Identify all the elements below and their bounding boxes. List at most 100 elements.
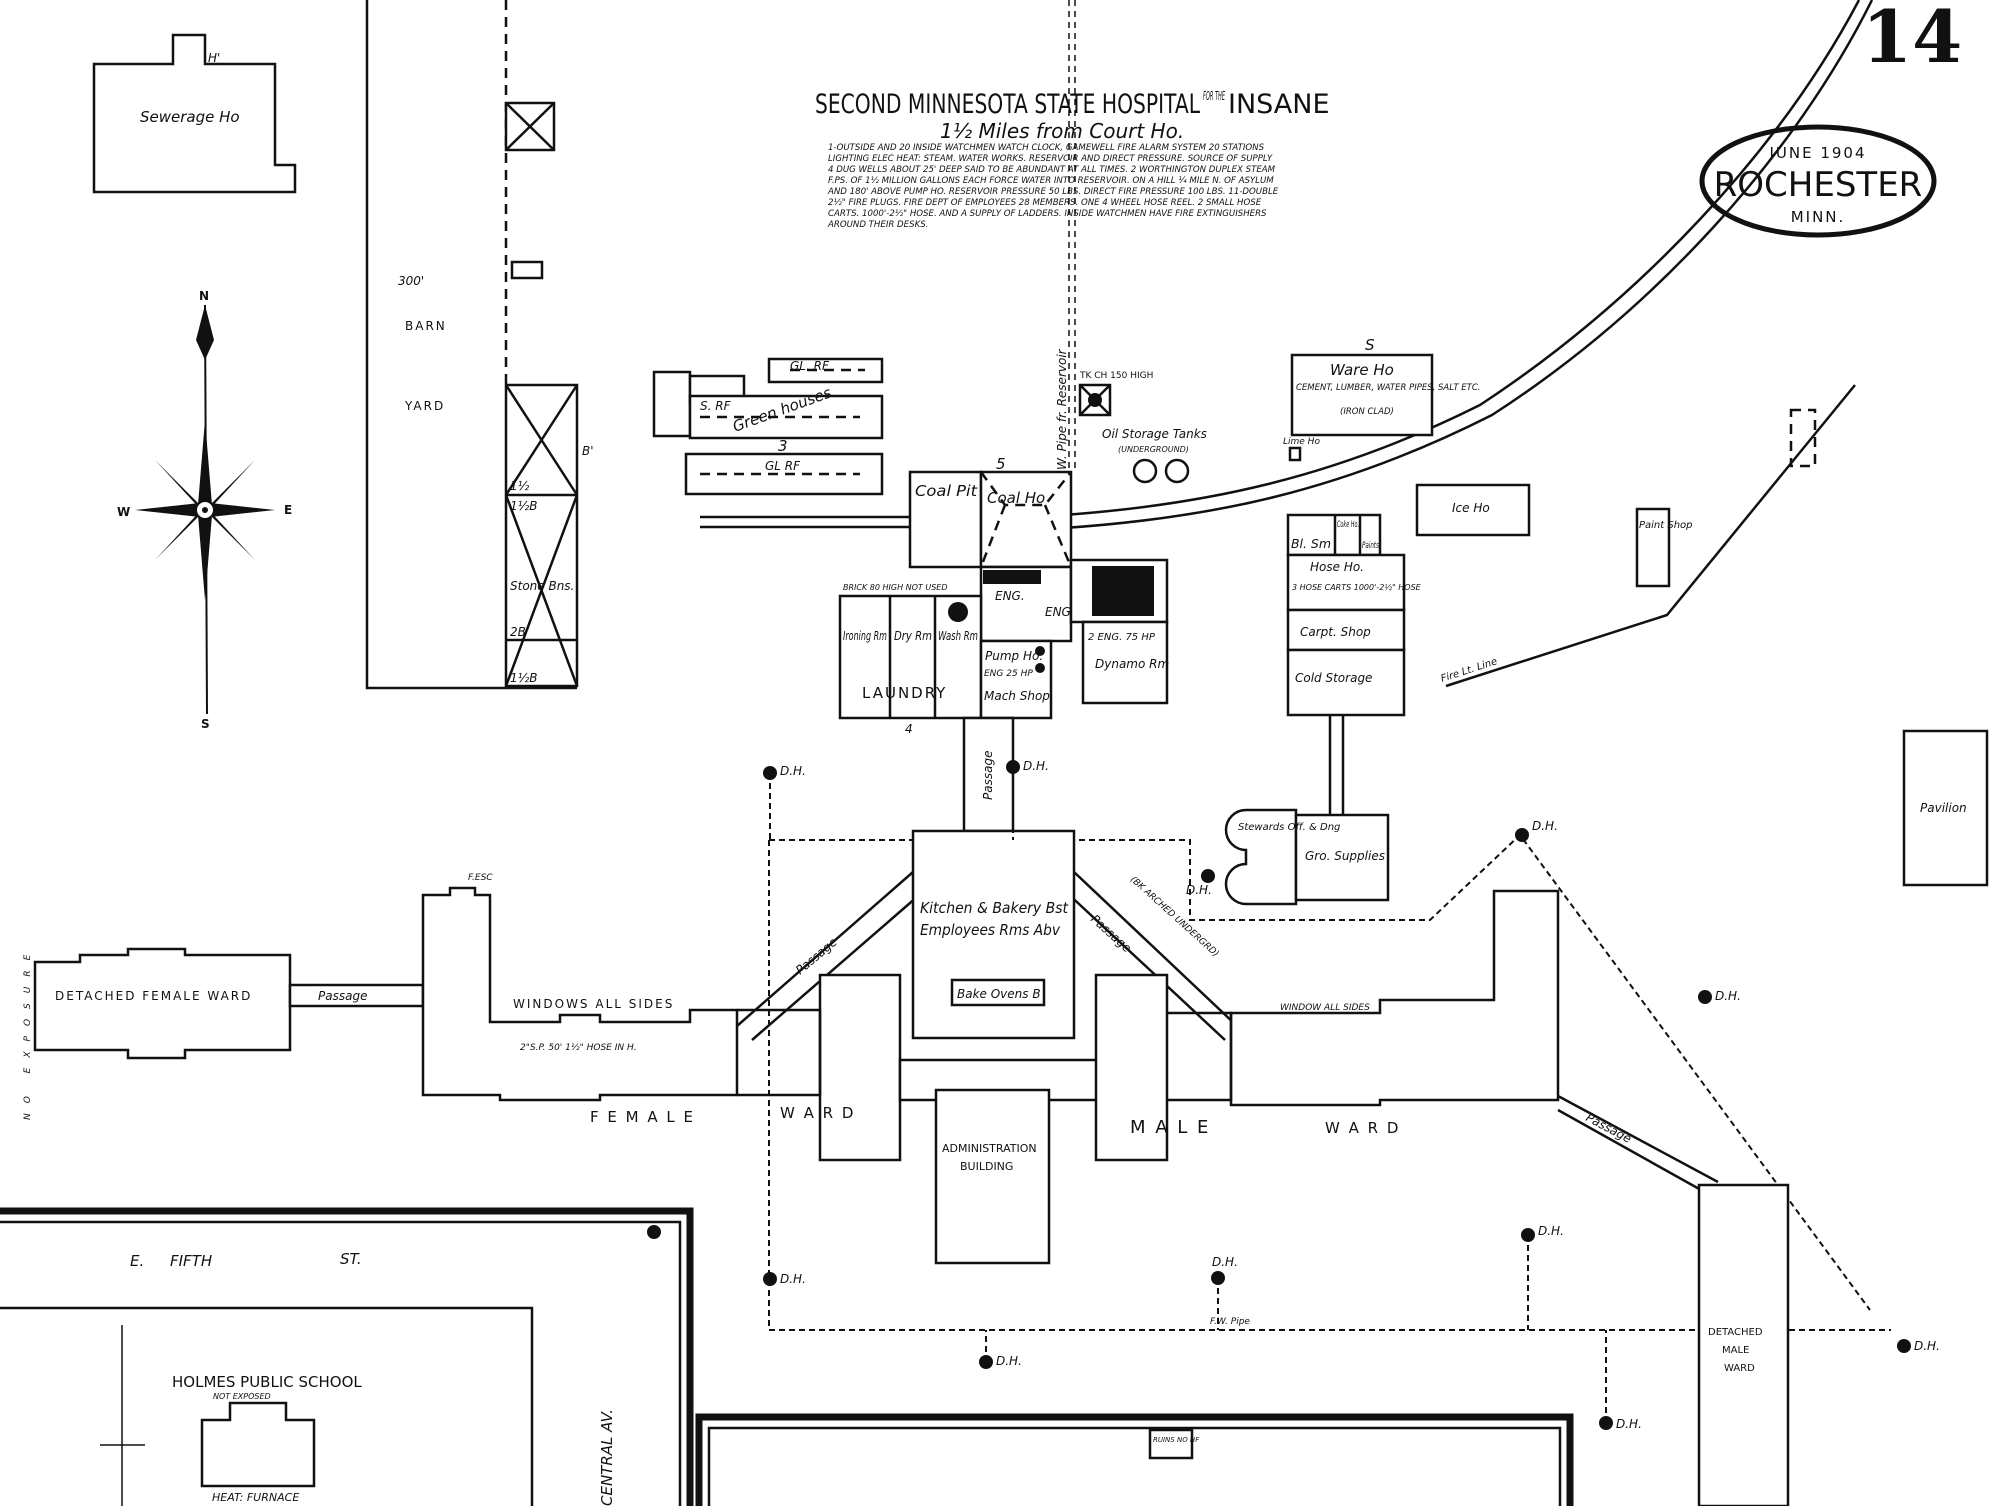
stone-barns: Stone Bns. 1½ 1½B 2B 1½B B': [504, 383, 594, 688]
passage-right: [1063, 871, 1238, 1041]
passage-label: Passage: [1088, 912, 1134, 955]
ironing-room-label: Ironing Rm: [843, 629, 887, 643]
hydrant-label: D.H.: [1914, 1339, 1940, 1353]
outline-structure: [1789, 408, 1817, 468]
kitchen-label: Kitchen & Bakery Bst: [920, 899, 1069, 917]
school-lot: [0, 1306, 534, 1506]
hydrant-label: D.H.: [996, 1354, 1022, 1368]
hydrant-icon: [763, 1272, 777, 1286]
holmes-public-school: HOLMES PUBLIC SCHOOL NOT EXPOSED HEAT: F…: [100, 1325, 362, 1506]
svg-text:LIGHTING ELEC HEAT: STEAM. WAT: LIGHTING ELEC HEAT: STEAM. WATER WORKS. …: [828, 154, 1273, 164]
sewerage-house: [92, 33, 297, 194]
pavilion: Pavilion: [1902, 729, 1989, 887]
compass-east: E: [284, 503, 294, 517]
compass-rose-icon: N S E W: [117, 289, 294, 731]
roof-note: GL. RF: [790, 359, 830, 373]
engine-label: ENG.: [995, 589, 1025, 603]
ward-label: W A R D: [780, 1104, 855, 1122]
paint-shop-label: Paint Shop: [1639, 520, 1693, 531]
hydrant-label: D.H.: [1532, 819, 1558, 833]
svg-text:2½" FIRE PLUGS. FIRE DEPT OF E: 2½" FIRE PLUGS. FIRE DEPT OF EMPLOYEES 2…: [828, 198, 1262, 208]
sheet-date: JUNE 1904: [1768, 144, 1866, 162]
shed-crossed: [504, 101, 556, 152]
hydrant-icon: [647, 1225, 661, 1239]
passage-vertical: [962, 716, 1015, 833]
administration-building-label: BUILDING: [960, 1160, 1013, 1173]
railroad-track: [1063, 0, 1861, 517]
stone-code: 1½: [510, 479, 530, 493]
female-ward-label: F E M A L E: [590, 1108, 695, 1126]
passage-label: Passage: [318, 989, 367, 1003]
engine-room: ENG. ENG: [979, 558, 1169, 643]
male-ward-label: M A L E: [1130, 1117, 1210, 1138]
ice-house-label: Ice Ho: [1452, 501, 1490, 515]
coal-house: Coal Pit Coal Ho 5: [908, 455, 1073, 569]
engine-note: 2 ENG. 75 HP: [1088, 632, 1156, 643]
hydrant-label: D.H.: [780, 1272, 806, 1286]
state-name: MINN.: [1791, 208, 1846, 226]
bake-ovens-label: Bake Ovens B: [957, 987, 1041, 1001]
windows-note: WINDOWS ALL SIDES: [513, 997, 674, 1011]
pump-house-label: Pump Ho.: [985, 649, 1043, 663]
stewards-label: Stewards Off. & Dng: [1238, 822, 1340, 833]
detached-female-ward: DETACHED FEMALE WARD: [33, 947, 292, 1060]
street-label: E.: [130, 1252, 144, 1270]
svg-text:AND 180' ABOVE PUMP HO. RESERV: AND 180' ABOVE PUMP HO. RESERVOIR PRESSU…: [827, 187, 1279, 197]
compass-south: S: [201, 717, 212, 731]
city-name: ROCHESTER: [1714, 165, 1923, 205]
height-number: 5: [996, 455, 1006, 473]
laundry-label: LAUNDRY: [862, 684, 947, 702]
fire-escape-label: F.ESC: [468, 873, 493, 883]
blacksmith-label: Bl. Sm: [1291, 537, 1331, 551]
stone-code: 1½B: [510, 499, 538, 513]
barn-label: BARN: [405, 319, 447, 333]
passage-label: Passage: [981, 751, 995, 800]
fire-water-pipe: [768, 833, 1891, 1331]
compass-north: N: [199, 289, 211, 303]
height-number: 3: [778, 437, 788, 455]
passage-left: [736, 871, 926, 1041]
barn-yard-boundary: [365, 0, 577, 690]
hydrant-icon: [1201, 869, 1215, 883]
ruins: RUINS NO HF: [1148, 1428, 1200, 1460]
compass-west: W: [117, 505, 132, 519]
cold-storage-label: Cold Storage: [1295, 671, 1372, 685]
oil-tank: [1132, 458, 1158, 484]
title-insane: INSANE: [1228, 89, 1330, 120]
tank-note: TK CH 150 HIGH: [1079, 371, 1153, 381]
ruins-label: RUINS NO HF: [1153, 1436, 1200, 1444]
dynamo-room-label: Dynamo Rm: [1095, 657, 1169, 671]
hose-note: 2"S.P. 50' 1½" HOSE IN H.: [520, 1043, 637, 1053]
svg-text:4 DUG WELLS ABOUT 25' DEEP SAI: 4 DUG WELLS ABOUT 25' DEEP SAID TO BE AB…: [828, 165, 1276, 175]
ware-house: Ware Ho CEMENT, LUMBER, WATER PIPES, SAL…: [1290, 336, 1481, 437]
detached-male-label: DETACHED: [1708, 1327, 1763, 1338]
coke-house-label: Coke Ho.: [1337, 520, 1359, 530]
detached-male-label: MALE: [1722, 1345, 1749, 1356]
male-ward: M A L E W A R D WINDOW ALL SIDES: [1094, 889, 1560, 1162]
street-fifth-label: FIFTH: [170, 1252, 212, 1270]
oil-tanks-note: (UNDERGROUND): [1118, 445, 1189, 454]
hydrant-label: D.H.: [1715, 989, 1741, 1003]
roof-note: GL RF: [765, 459, 801, 473]
hose-house-label: Hose Ho.: [1310, 560, 1364, 574]
ice-house: Ice Ho: [1415, 483, 1531, 537]
dynamo-room: 2 ENG. 75 HP Dynamo Rm: [1081, 620, 1169, 705]
carpenter-shop-label: Carpt. Shop: [1300, 625, 1371, 639]
paints-label: Paints: [1362, 541, 1379, 551]
engine-note: ENG 25 HP: [984, 669, 1033, 679]
ware-house-contents: CEMENT, LUMBER, WATER PIPES, SALT ETC.: [1296, 383, 1481, 393]
dry-room-label: Dry Rm: [894, 629, 932, 643]
railroad-track-rail: [1063, 0, 1874, 530]
green-houses: Green houses GL. RF S. RF GL RF 3: [652, 357, 884, 496]
stewards-office: Stewards Off. & Dng Gro. Supplies: [1224, 808, 1390, 906]
detached-male-label: WARD: [1724, 1363, 1755, 1374]
hydrant-label: D.H.: [1023, 759, 1049, 773]
ware-house-label: Ware Ho: [1330, 361, 1394, 379]
sewerage-house-label: Sewerage Ho: [140, 108, 240, 126]
height-number: S: [1365, 336, 1375, 354]
oil-tanks-label: Oil Storage Tanks: [1102, 427, 1207, 441]
barn-dimension: 300': [398, 274, 424, 288]
yard-label: YARD: [404, 399, 445, 413]
hydrants: D.H. D.H. D.H. D.H. D.H. D.H. D.H. D.H. …: [647, 759, 1940, 1431]
